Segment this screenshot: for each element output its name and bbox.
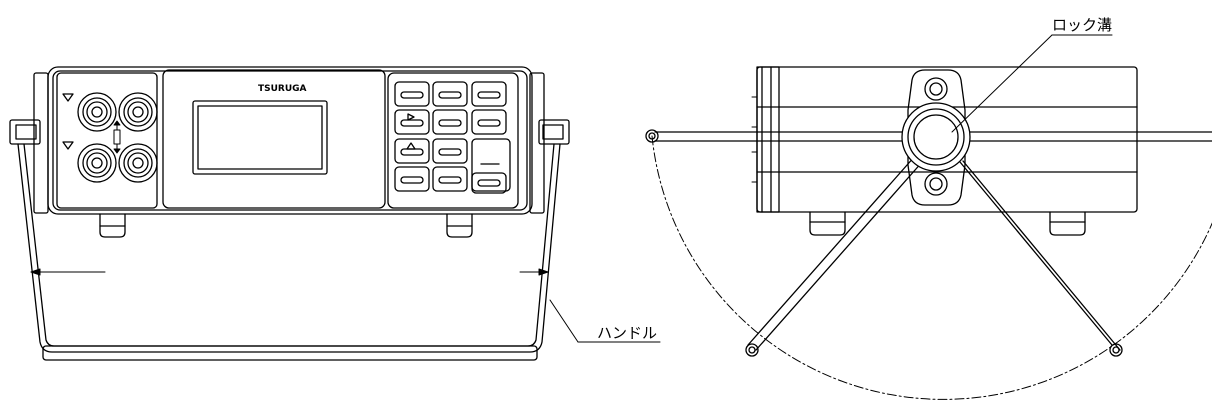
keypad-key-slot [477,91,501,99]
keypad-key-slot [400,176,424,184]
keypad-key-slot [400,91,424,99]
terminal-top-right [118,92,158,132]
keypad-key[interactable] [432,109,468,135]
carrying-handle [17,143,561,361]
keypad-key-slot [438,148,462,156]
handle-arm-ends [645,129,1123,357]
lock-groove-callout [951,34,1113,133]
pivot-hub [901,102,971,172]
keypad-key[interactable] [394,81,430,107]
keypad-key-slot [438,176,462,184]
keypad-key[interactable] [471,81,507,107]
keypad-key-slot [477,119,501,127]
terminal-section [56,72,158,209]
side-feet [809,211,1086,236]
resistor-symbol [113,120,121,154]
keypad-key[interactable] [394,166,430,192]
terminal-bottom-left [77,143,117,183]
front-panel-inner [52,70,528,211]
terminal-bottom-right [118,143,158,183]
brand-label: TSURUGA [258,84,307,94]
keypad-key-slot [438,91,462,99]
handle-label: ハンドル [597,324,657,342]
keypad-key-slot [400,148,424,156]
rotation-arc [651,135,1212,400]
width-dimension [30,268,549,276]
key-up-arrow [406,142,416,150]
bracket-screw-top [924,77,948,101]
keypad-key[interactable] [394,138,430,164]
display-section: TSURUGA [162,69,386,209]
handle-arms [654,131,1212,351]
keypad-key[interactable] [471,109,507,135]
keypad-key-slot [400,119,424,127]
handle-callout [549,299,661,343]
keypad-key-slot [438,119,462,127]
keypad-key[interactable] [432,138,468,164]
keypad-section [387,72,519,209]
terminal-top-left [77,92,117,132]
mounting-bracket [907,69,966,206]
lcd-display [192,100,328,175]
keypad-key[interactable] [432,81,468,107]
side-view: ロック溝 [645,16,1212,400]
keypad-key[interactable] [432,166,468,192]
key-right-arrow [407,113,415,121]
keypad-key-slot [477,179,501,187]
triangle-marker-bottom [62,141,74,150]
front-feet [99,213,473,238]
key-large[interactable] [471,138,511,192]
front-panel [47,66,533,215]
triangle-marker-top [62,93,74,102]
keypad-key[interactable] [394,109,430,135]
keypad-key[interactable] [471,172,507,194]
bracket-screw-bottom [924,172,948,196]
front-view: TSURUGA [9,66,661,361]
lock-groove-label: ロック溝 [1052,16,1112,34]
